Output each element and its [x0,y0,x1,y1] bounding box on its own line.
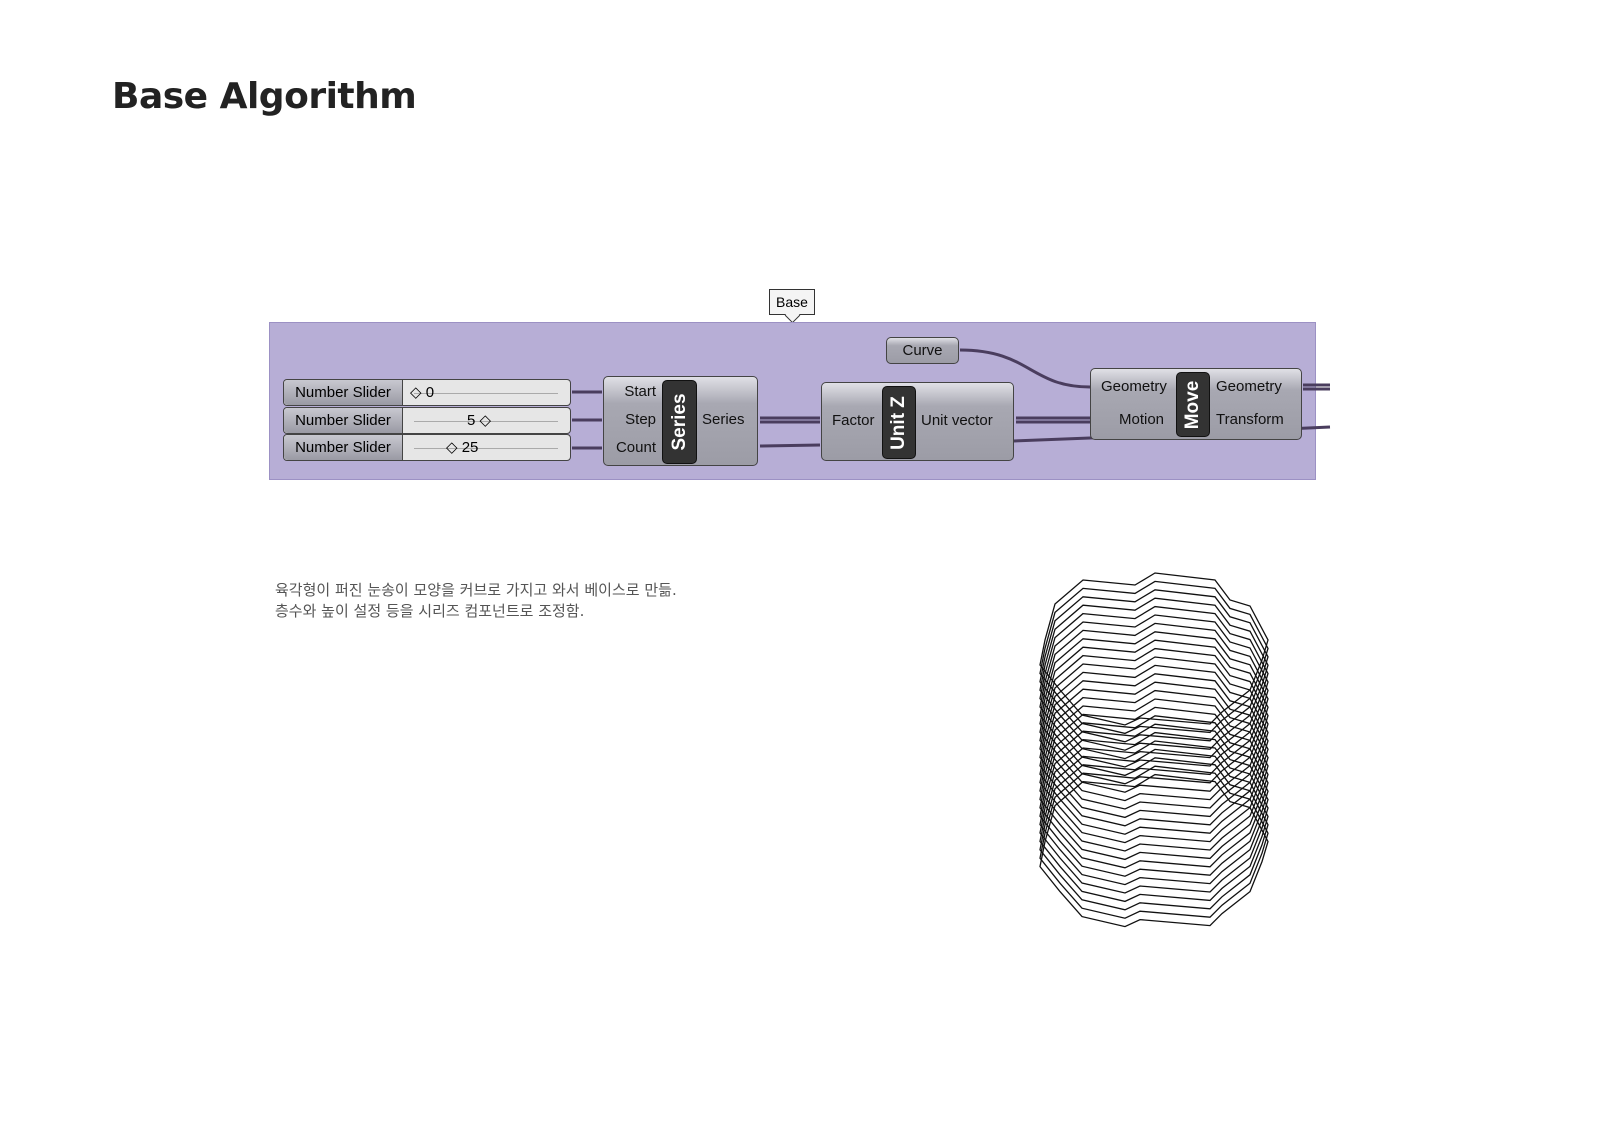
input-geometry[interactable]: Geometry [1101,378,1167,395]
curve-layer [1039,706,1269,861]
curve-layer [1039,740,1269,894]
number-slider-count[interactable]: Number Slider ◇ 25 [283,434,571,461]
curve-layer [1039,589,1269,743]
curve-param[interactable]: Curve [886,337,959,364]
slider-value-text: 5 [467,412,476,429]
wire-vector-motion [1016,416,1090,424]
curve-layer [1039,689,1269,844]
curve-layer [1039,639,1269,793]
number-slider-start[interactable]: Number Slider ◇ 0 [283,379,571,406]
curve-layer [1039,622,1269,777]
move-title: Move [1176,372,1210,437]
wire-curve-geometry [959,348,1091,389]
curve-layer [1039,605,1269,760]
slider-track[interactable] [414,387,558,394]
series-title: Series [662,380,697,464]
slider-track[interactable] [414,442,558,449]
series-component[interactable]: Start Step Count Series Series [603,376,758,466]
curve-layer [1039,673,1269,827]
input-start[interactable]: Start [624,383,656,400]
wire-out [1303,383,1330,391]
move-component[interactable]: Geometry Motion Move Geometry Transform [1090,368,1302,440]
input-motion[interactable]: Motion [1119,411,1165,428]
slider-label: Number Slider [284,408,403,433]
curve-layer [1039,698,1269,852]
page-title: Base Algorithm [112,76,417,117]
curve-layer [1039,631,1269,785]
slider-track[interactable] [414,415,558,422]
output-series[interactable]: Series [702,411,745,428]
input-step[interactable]: Step [625,411,656,428]
curve-layer [1039,715,1269,869]
curve-layer [1039,656,1269,810]
curve-layer [1039,614,1269,768]
number-slider-step[interactable]: Number Slider 5 ◇ [283,407,571,434]
description: 육각형이 퍼진 눈송이 모양을 커브로 가지고 와서 베이스로 만듦. 층수와 … [275,580,677,622]
input-factor[interactable]: Factor [832,412,875,429]
description-line: 층수와 높이 설정 등을 시리즈 컴포넌트로 조정함. [275,602,585,620]
slider-label: Number Slider [284,435,403,460]
output-transform[interactable]: Transform [1216,411,1284,428]
slider-value-text: 0 [425,384,435,401]
curve-layer [1039,765,1269,919]
curve-layer [1039,723,1269,877]
description-line: 육각형이 퍼진 눈송이 모양을 커브로 가지고 와서 베이스로 만듦. [275,581,677,599]
curve-layer [1039,580,1269,735]
slider-value: ◇ 0 [410,384,435,401]
unit-z-title: Unit Z [882,386,916,459]
input-count[interactable]: Count [615,439,656,456]
wire-series-factor [760,416,820,424]
curve-layer [1039,681,1269,835]
slider-label: Number Slider [284,380,403,405]
curve-layer [1039,647,1269,802]
curve-layer [1039,757,1269,911]
slider-value: 5 ◇ [467,412,492,429]
output-geometry[interactable]: Geometry [1216,378,1282,395]
curve-layer [1039,664,1269,819]
output-unit-vector[interactable]: Unit vector [921,412,993,429]
curve-layer [1039,572,1269,726]
curve-layer [1039,773,1269,928]
group-label: Base [769,289,815,315]
curve-layer [1039,748,1269,903]
curve-layer [1039,731,1269,886]
unit-z-component[interactable]: Factor Unit Z Unit vector [821,382,1014,461]
curve-layer [1039,597,1269,751]
curve-label: Curve [902,342,943,359]
slider-value: ◇ 25 [446,439,479,456]
slider-value-text: 25 [461,439,479,456]
